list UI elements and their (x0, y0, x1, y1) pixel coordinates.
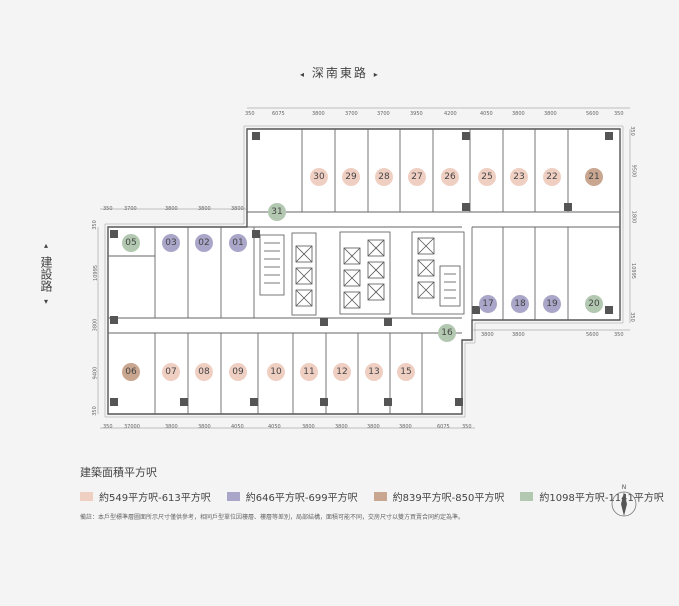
unit-16: 16 (438, 324, 456, 342)
street-left-label: 建設路 (39, 256, 53, 292)
unit-09: 09 (229, 363, 247, 381)
arrow-down-icon: ▾ (43, 297, 48, 306)
legend-item: 約646平方呎-699平方呎 (226, 489, 358, 504)
unit-01: 01 (229, 234, 247, 252)
legend-label: 約839平方呎-850平方呎 (392, 493, 505, 504)
right-wing-walls (471, 226, 620, 320)
legend-label: 約549平方呎-613平方呎 (99, 493, 211, 504)
street-top-label: 深南東路 (311, 66, 368, 80)
legend-title: 建築面積平方呎 (80, 466, 157, 479)
compass-label: N (622, 484, 627, 491)
left-wing-walls (108, 227, 462, 334)
unit-31: 31 (268, 203, 286, 221)
footnote: 備註：本戶型標準層圖面所示尺寸僅供參考，相同戶型單位因樓層、樓層等差別，局部結構… (80, 514, 465, 521)
unit-29: 29 (342, 168, 360, 186)
unit-22: 22 (543, 168, 561, 186)
legend-item: 約839平方呎-850平方呎 (373, 489, 505, 504)
top-row-walls (247, 129, 620, 228)
unit-08: 08 (195, 363, 213, 381)
street-left: ▴ 建設路 ▾ (36, 238, 56, 310)
building-core (259, 231, 465, 316)
dimension-lines (97, 107, 631, 429)
structural-columns (110, 132, 613, 406)
unit-13: 13 (365, 363, 383, 381)
unit-19: 19 (543, 295, 561, 313)
unit-25: 25 (478, 168, 496, 186)
unit-02: 02 (195, 234, 213, 252)
unit-12: 12 (333, 363, 351, 381)
unit-20: 20 (585, 295, 603, 313)
arrow-left-icon: ◂ (300, 70, 307, 79)
building-outline (107, 128, 621, 415)
unit-21: 21 (585, 168, 603, 186)
legend: 約549平方呎-613平方呎 約646平方呎-699平方呎 約839平方呎-85… (80, 489, 664, 504)
legend-swatch (80, 492, 93, 501)
legend-label: 約646平方呎-699平方呎 (245, 493, 358, 504)
arrow-right-icon: ▸ (373, 70, 380, 79)
unit-11: 11 (300, 363, 318, 381)
legend-label: 約1098平方呎-1141平方呎 (539, 493, 664, 504)
unit-03: 03 (162, 234, 180, 252)
street-top: ◂ 深南東路 ▸ (300, 64, 380, 81)
unit-28: 28 (375, 168, 393, 186)
compass-icon: N (611, 484, 637, 517)
legend-item: 約549平方呎-613平方呎 (80, 489, 211, 504)
unit-10: 10 (267, 363, 285, 381)
unit-06: 06 (122, 363, 140, 381)
legend-swatch (520, 492, 534, 501)
unit-30: 30 (310, 168, 328, 186)
unit-05: 05 (122, 234, 140, 252)
arrow-up-icon: ▴ (43, 241, 48, 250)
unit-23: 23 (510, 168, 528, 186)
legend-swatch (226, 492, 240, 501)
legend-item: 約1098平方呎-1141平方呎 (520, 489, 664, 504)
unit-15: 15 (397, 363, 415, 381)
unit-07: 07 (162, 363, 180, 381)
unit-27: 27 (408, 168, 426, 186)
unit-17: 17 (479, 295, 497, 313)
unit-26: 26 (441, 168, 459, 186)
unit-18: 18 (511, 295, 529, 313)
legend-swatch (373, 492, 387, 501)
